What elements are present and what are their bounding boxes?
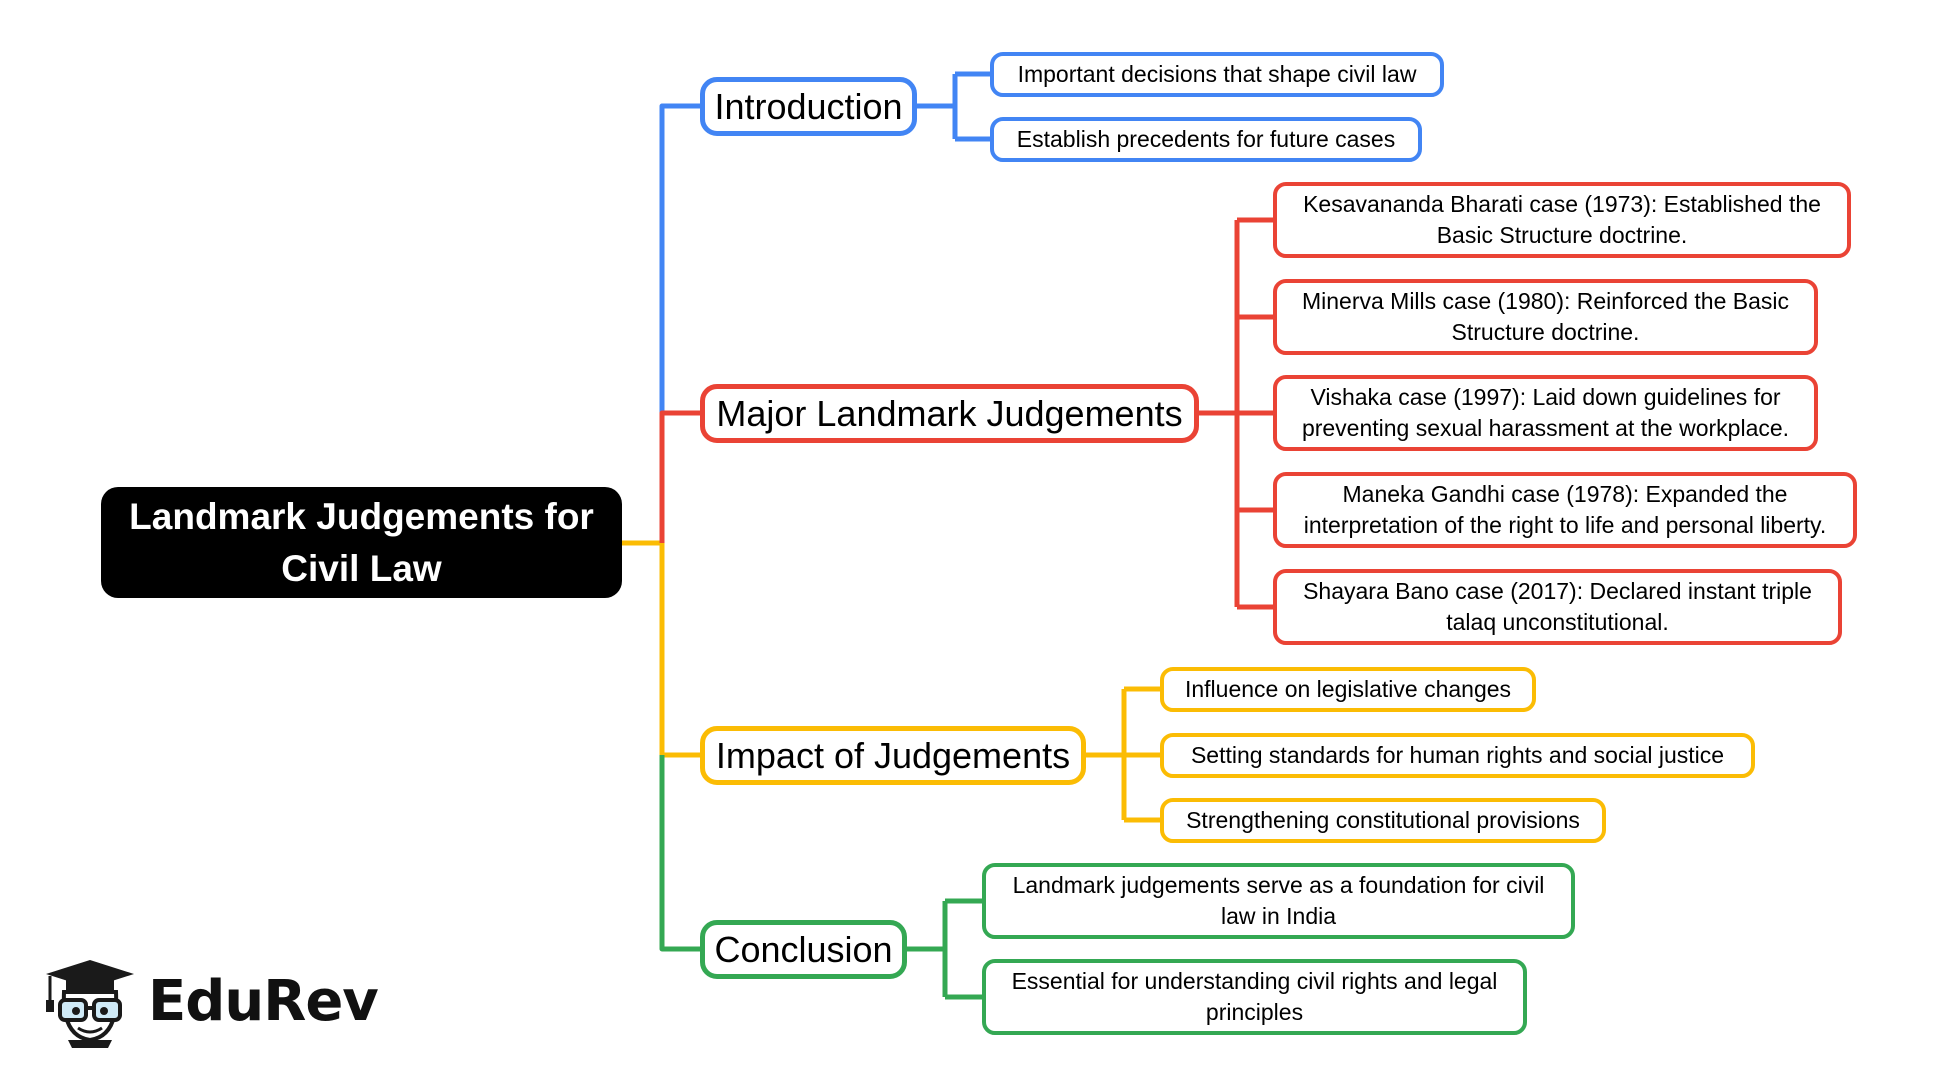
connector-spine-conclusion <box>659 755 700 952</box>
leaf-major-3-line1: Vishaka case (1997): Laid down guideline… <box>1310 384 1781 410</box>
leaf-conclusion-2-line2: principles <box>1205 999 1304 1025</box>
topic-impact: Impact of Judgements <box>700 726 1086 785</box>
connector-conclusion-leaves <box>907 898 982 1000</box>
connector-spine-introduction <box>659 103 700 413</box>
leaf-major-3-line2: preventing sexual harassment at the work… <box>1301 415 1790 441</box>
topic-introduction: Introduction <box>700 77 917 136</box>
topic-conclusion: Conclusion <box>700 920 907 979</box>
leaf-introduction-2: Establish precedents for future cases <box>990 117 1422 162</box>
leaf-conclusion-1-line1: Landmark judgements serve as a foundatio… <box>1012 872 1545 898</box>
leaf-major-4-line1: Maneka Gandhi case (1978): Expanded the <box>1342 481 1788 507</box>
leaf-major-2-line2: Structure doctrine. <box>1451 319 1640 345</box>
leaf-conclusion-2: Essential for understanding civil rights… <box>982 959 1527 1035</box>
connector-major-leaves <box>1199 217 1273 610</box>
leaf-major-3: Vishaka case (1997): Laid down guideline… <box>1273 375 1818 451</box>
root-node: Landmark Judgements for Civil Law <box>101 487 622 598</box>
root-title-line1: Landmark Judgements for <box>129 495 594 537</box>
edurev-logo[interactable]: EduRev <box>38 956 379 1048</box>
leaf-impact-2: Setting standards for human rights and s… <box>1160 733 1755 778</box>
leaf-major-5: Shayara Bano case (2017): Declared insta… <box>1273 569 1842 645</box>
topic-major-judgements: Major Landmark Judgements <box>700 384 1199 443</box>
connector-introduction-leaves <box>917 71 990 142</box>
leaf-impact-3: Strengthening constitutional provisions <box>1160 798 1606 843</box>
leaf-major-1: Kesavananda Bharati case (1973): Establi… <box>1273 182 1851 258</box>
leaf-major-4: Maneka Gandhi case (1978): Expanded the i… <box>1273 472 1857 548</box>
leaf-conclusion-2-line1: Essential for understanding civil rights… <box>1011 968 1498 994</box>
leaf-major-5-line1: Shayara Bano case (2017): Declared insta… <box>1303 578 1812 604</box>
leaf-major-4-line2: interpretation of the right to life and … <box>1303 512 1827 538</box>
connector-impact-leaves <box>1086 686 1160 823</box>
leaf-impact-1: Influence on legislative changes <box>1160 667 1536 712</box>
connector-spine-major <box>659 410 700 543</box>
leaf-introduction-1: Important decisions that shape civil law <box>990 52 1444 97</box>
brand-name: EduRev <box>148 969 379 1034</box>
leaf-conclusion-1: Landmark judgements serve as a foundatio… <box>982 863 1575 939</box>
graduate-mascot-icon <box>46 960 134 1048</box>
leaf-major-2-line1: Minerva Mills case (1980): Reinforced th… <box>1301 288 1790 314</box>
leaf-major-5-line2: talaq unconstitutional. <box>1446 609 1669 635</box>
leaf-major-1-line2: Basic Structure doctrine. <box>1436 222 1688 248</box>
leaf-conclusion-1-line2: law in India <box>1220 903 1337 929</box>
root-title-line2: Civil Law <box>281 547 442 589</box>
connector-spine-impact <box>659 543 700 758</box>
leaf-major-1-line1: Kesavananda Bharati case (1973): Establi… <box>1303 191 1821 217</box>
leaf-major-2: Minerva Mills case (1980): Reinforced th… <box>1273 279 1818 355</box>
